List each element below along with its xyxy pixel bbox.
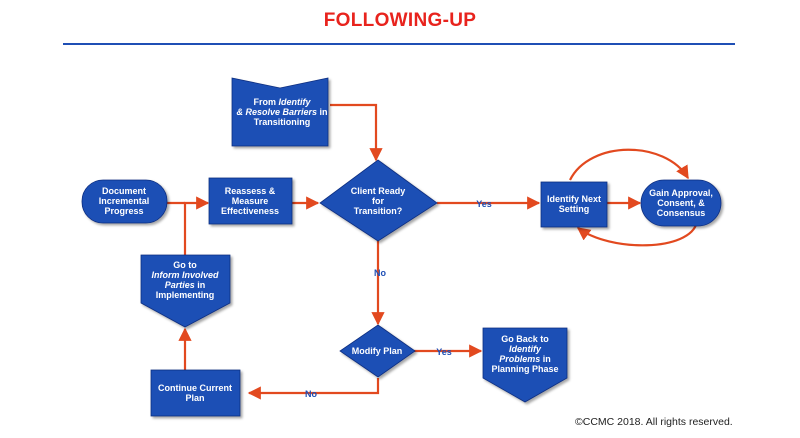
node-text-run: Gain Approval, bbox=[649, 188, 713, 198]
continue-plan-node bbox=[150, 369, 241, 417]
client-ready-decision bbox=[319, 159, 438, 242]
copyright-notice: ©CCMC 2018. All rights reserved. bbox=[575, 416, 733, 428]
branch-label-yes-identify-next: Yes bbox=[476, 199, 492, 209]
arrow-gain-approval-loop-bottom bbox=[576, 221, 699, 247]
document-progress-node bbox=[81, 179, 168, 224]
node-text-run: Go Back to bbox=[501, 334, 549, 344]
modify-plan-decision bbox=[339, 324, 416, 378]
node-text-run: Document bbox=[102, 186, 146, 196]
gain-approval-label: Gain Approval,Consent, &Consensus bbox=[649, 188, 713, 218]
branch-label-no-continue-plan: No bbox=[305, 389, 317, 399]
node-text-run: Setting bbox=[559, 204, 590, 214]
node-text-run: Identify Next bbox=[547, 194, 601, 204]
node-text-run: Plan bbox=[185, 393, 204, 403]
branch-label-yes-go-back: Yes bbox=[436, 347, 452, 357]
node-text-run: Inform Involved bbox=[151, 270, 219, 280]
node-text-run: in bbox=[317, 107, 328, 117]
node-text-run: in bbox=[195, 280, 206, 290]
arrow-gain-approval-loop-top bbox=[569, 148, 689, 181]
node-text-run: Transition? bbox=[354, 206, 403, 216]
modify-plan-label: Modify Plan bbox=[352, 346, 403, 356]
node-text-run: Problems bbox=[499, 354, 540, 364]
arrow-go-to-inform-to-reassess bbox=[183, 196, 210, 255]
from-identify-node bbox=[231, 77, 329, 147]
title-divider bbox=[63, 43, 735, 45]
node-text-run: Consensus bbox=[657, 208, 706, 218]
page-title: FOLLOWING-UP bbox=[323, 10, 477, 31]
node-text-run: From bbox=[253, 97, 278, 107]
node-text-run: Reassess & bbox=[225, 186, 276, 196]
node-text-run: Parties bbox=[165, 280, 195, 290]
branch-label-no-modify-plan: No bbox=[374, 268, 386, 278]
node-text-run: Identify bbox=[509, 344, 542, 354]
go-back-node bbox=[482, 327, 568, 403]
node-text-run: Transitioning bbox=[254, 117, 311, 127]
node-text-run: Progress bbox=[104, 206, 143, 216]
node-text-run: Identify bbox=[279, 97, 312, 107]
node-text-run: Go to bbox=[173, 260, 197, 270]
node-text-run: Planning Phase bbox=[491, 364, 558, 374]
arrow-from-identify-to-client-ready bbox=[330, 103, 383, 162]
arrow-modify-plan-to-continue-plan bbox=[247, 378, 380, 400]
node-text-run: Client Ready bbox=[351, 186, 406, 196]
node-text-run: Modify Plan bbox=[352, 346, 403, 356]
node-text-run: Incremental bbox=[99, 196, 150, 206]
identify-next-setting-node bbox=[540, 181, 608, 228]
node-text-run: for bbox=[372, 196, 384, 206]
node-text-run: in bbox=[540, 354, 551, 364]
node-text-run: Continue Current bbox=[158, 383, 232, 393]
node-text-run: Consent, & bbox=[657, 198, 705, 208]
node-text-run: & Resolve Barriers bbox=[236, 107, 317, 117]
node-text-run: Implementing bbox=[156, 290, 215, 300]
go-to-inform-node bbox=[140, 254, 231, 328]
gain-approval-node bbox=[640, 179, 722, 227]
node-text-run: Effectiveness bbox=[221, 206, 279, 216]
node-text-run: Measure bbox=[232, 196, 269, 206]
reassess-node bbox=[208, 177, 293, 225]
